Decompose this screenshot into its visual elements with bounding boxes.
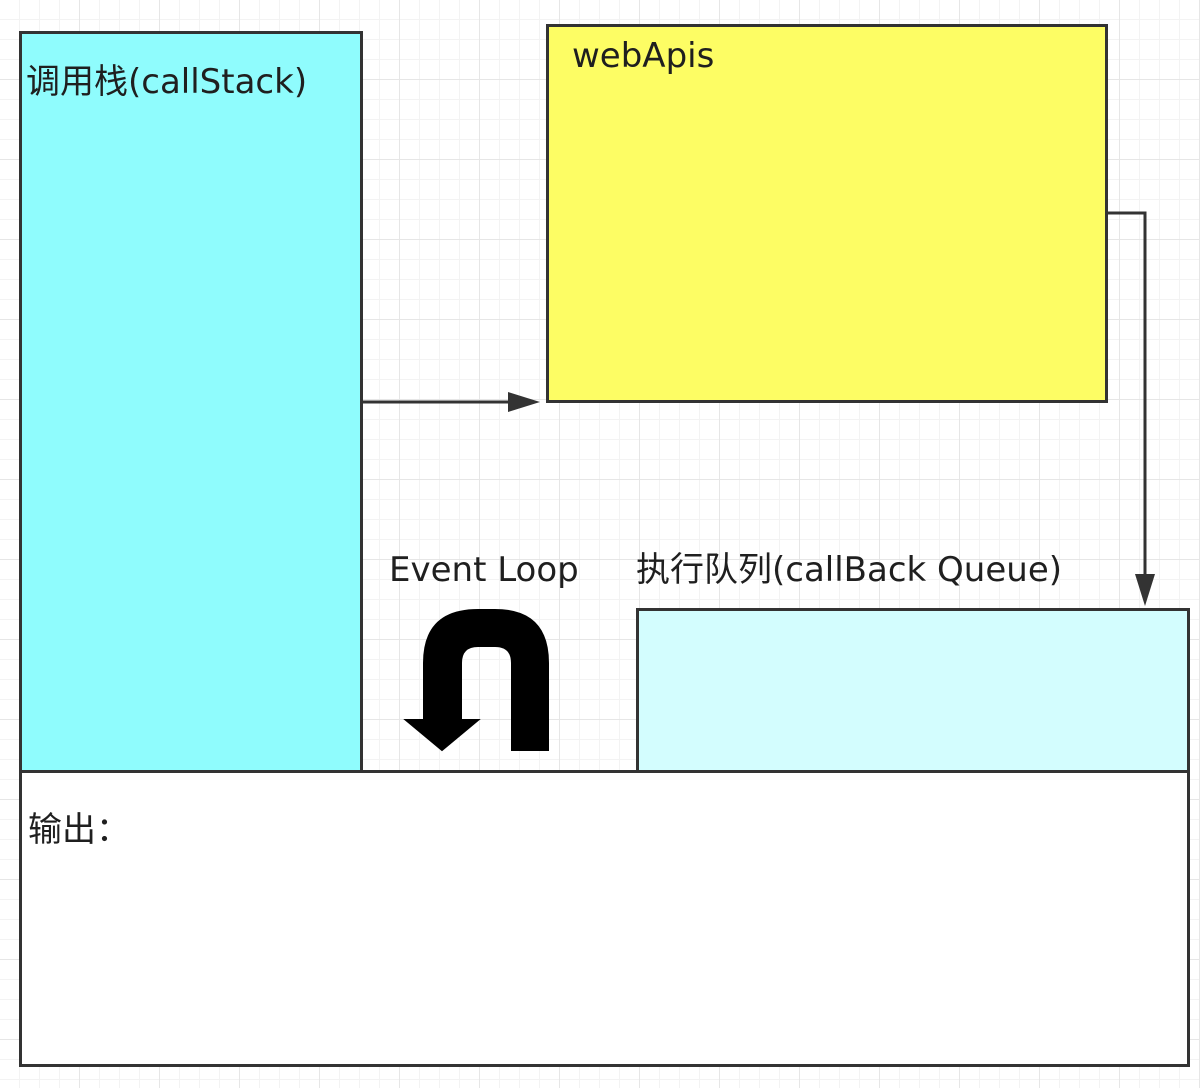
webapis-title: webApis [572,36,715,76]
callstack-title: 调用栈(callStack) [26,62,308,102]
callstack-box [19,31,363,773]
output-box [19,770,1190,1067]
output-title: 输出： [28,810,130,850]
callback-queue-title: 执行队列(callBack Queue) [636,550,1062,590]
event-loop-label: Event Loop [389,550,579,590]
arrow-callstack-to-webapis [363,392,540,412]
u-turn-arrow-icon [403,609,549,752]
callback-queue-box [636,608,1190,773]
webapis-box [546,24,1108,403]
arrow-webapis-to-queue [1108,211,1155,606]
